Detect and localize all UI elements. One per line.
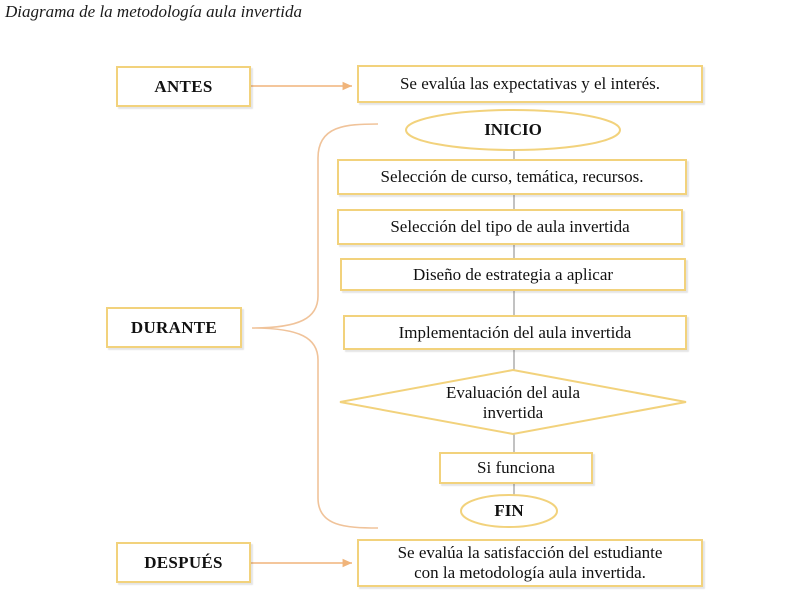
step-seleccion-curso: Selección de curso, temática, recursos.: [337, 159, 687, 195]
evaluacion-label: Evaluación del aula invertida: [420, 381, 606, 425]
despues-box: DESPUÉS: [116, 542, 251, 583]
antes-note: Se evalúa las expectativas y el interés.: [357, 65, 703, 103]
step-seleccion-tipo: Selección del tipo de aula invertida: [337, 209, 683, 245]
result-si-funciona: Si funciona: [439, 452, 593, 484]
diagram-caption: Diagrama de la metodología aula invertid…: [5, 2, 303, 21]
inicio-oval: [405, 109, 621, 151]
evaluacion-diamond: [339, 368, 687, 436]
evaluacion-label-line2: invertida: [482, 403, 544, 422]
despues-note-line2: con la metodología aula invertida.: [414, 563, 646, 582]
durante-box: DURANTE: [106, 307, 242, 348]
despues-note: Se evalúa la satisfacción del estudiante…: [357, 539, 703, 587]
antes-box: ANTES: [116, 66, 251, 107]
step-diseno-estrategia: Diseño de estrategia a aplicar: [340, 258, 686, 291]
evaluacion-label-line1: Evaluación del aula: [445, 383, 581, 402]
fin-oval: [460, 494, 558, 528]
durante-brace: [251, 123, 379, 529]
fin-label: FIN: [494, 501, 524, 520]
step-implementacion: Implementación del aula invertida: [343, 315, 687, 350]
despues-note-line1: Se evalúa la satisfacción del estudiante: [397, 543, 663, 562]
inicio-label: INICIO: [484, 120, 542, 139]
